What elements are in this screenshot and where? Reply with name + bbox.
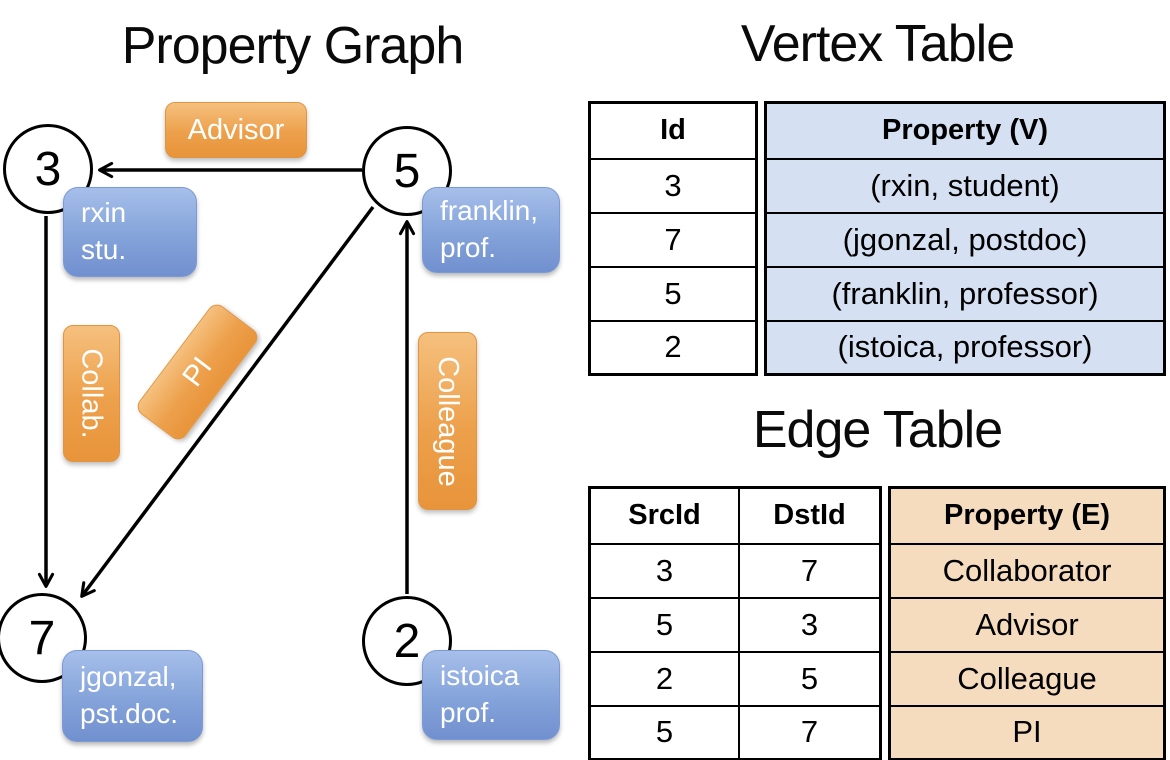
vertex-property-line: prof. [440,697,497,728]
vertex-property-line: stu. [81,234,127,265]
vertex-table-property-cell: (istoica, professor) [764,319,1166,376]
edge-table-dstid-cell: 7 [738,542,882,599]
edge-label-advisor: Advisor [165,102,307,158]
vertex-property-line: istoica [440,660,520,692]
edge-label-advisor-text: Advisor [187,113,285,146]
vertex-property-line: prof. [440,232,497,263]
property-graph-title: Property Graph [121,17,465,75]
vertex-node-5-id: 5 [393,144,421,198]
edge-table-property-cell: Advisor [888,596,1166,653]
vertex-table-property-column: Property (V) (rxin, student) (jgonzal, p… [764,101,1166,376]
edge-table-property-cell: Collaborator [888,542,1166,599]
edge-table-ids-columns: SrcId DstId 3 7 5 3 2 5 5 7 [588,486,882,760]
edge-table-property-cell: PI [888,704,1166,760]
edge-table-property-column: Property (E) Collaborator Advisor Collea… [888,486,1166,760]
vertex-table-id-cell: 7 [588,211,758,268]
edge-table-dstid-header: DstId [738,486,882,545]
vertex-property-box-jgonzal: jgonzal, pst.doc. [62,650,203,742]
vertex-table-title: Vertex Table [740,15,1015,73]
vertex-table-id-cell: 2 [588,319,758,376]
vertex-property-line: franklin, [440,195,539,227]
edge-label-collab: Collab. [63,325,120,462]
edge-table-srcid-cell: 5 [588,596,740,653]
vertex-property-line: pst.doc. [80,698,179,729]
edge-label-colleague-text: Colleague [432,355,465,487]
vertex-property-box-istoica: istoica prof. [422,650,560,740]
vertex-node-5: 5 [362,126,452,216]
edge-table-srcid-header: SrcId [588,486,740,545]
vertex-property-box-rxin: rxin stu. [63,187,197,277]
edge-label-pi-text: PI [176,351,219,393]
edge-pi-5-to-7 [80,205,375,598]
edge-table-property-cell: Colleague [888,650,1166,707]
vertex-property-line: rxin [81,197,127,229]
edge-table-dstid-cell: 5 [738,650,882,707]
edge-table-property-header: Property (E) [888,486,1166,545]
edge-table-dstid-cell: 7 [738,704,882,760]
edge-table-srcid-cell: 3 [588,542,740,599]
vertex-property-box-franklin: franklin, prof. [422,187,560,273]
vertex-table-id-header: Id [588,101,758,160]
vertex-table-property-cell: (jgonzal, postdoc) [764,211,1166,268]
vertex-node-7-id: 7 [28,611,56,665]
edge-table-srcid-cell: 5 [588,704,740,760]
vertex-table-property-cell: (franklin, professor) [764,265,1166,322]
edge-table-srcid-cell: 2 [588,650,740,707]
vertex-property-line: jgonzal, [80,661,177,693]
graph-edges-canvas [37,161,416,598]
vertex-table-property-cell: (rxin, student) [764,157,1166,214]
vertex-table-property-header: Property (V) [764,101,1166,160]
vertex-table-id-column: Id 3 7 5 2 [588,101,758,376]
edge-label-colleague: Colleague [418,332,477,510]
vertex-table-id-cell: 3 [588,157,758,214]
edge-label-collab-text: Collab. [76,348,108,439]
vertex-table-id-cell: 5 [588,265,758,322]
edge-table-title: Edge Table [752,401,1003,459]
vertex-node-3-id: 3 [34,142,62,196]
vertex-node-2-id: 2 [393,614,421,668]
edge-table-dstid-cell: 3 [738,596,882,653]
